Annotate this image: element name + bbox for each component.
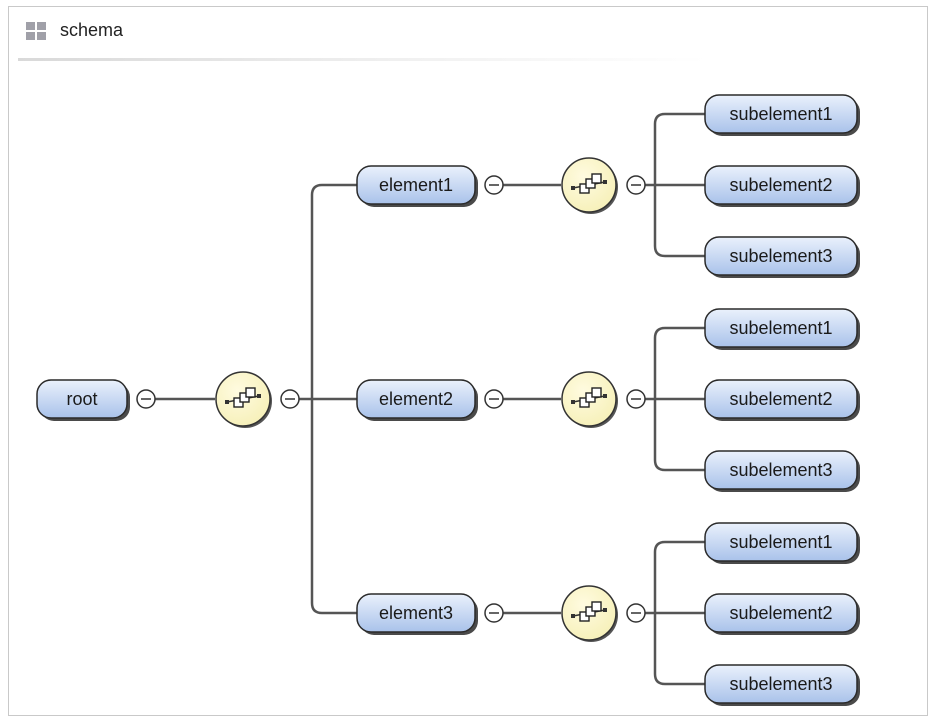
element-node-3[interactable]: element3: [356, 593, 478, 635]
root-node-box: [36, 379, 128, 419]
subelement-node[interactable]: subelement3: [704, 664, 860, 706]
header-divider: [18, 58, 708, 61]
connectors: [155, 112, 705, 686]
root-sequence-toggle[interactable]: [280, 389, 300, 409]
subelement-node[interactable]: subelement1: [704, 308, 860, 350]
sequence-glyph: [571, 387, 607, 408]
element1-collapse-toggle[interactable]: [484, 175, 504, 195]
subelement-node-box: [704, 522, 858, 562]
page-title: schema: [60, 20, 124, 40]
element-node-1-box: [356, 165, 476, 205]
sequence-glyph: [571, 173, 607, 194]
root-node[interactable]: root: [36, 379, 130, 421]
subelement-node-box: [704, 308, 858, 348]
element-node-2-box: [356, 379, 476, 419]
element-node-1-label: element1: [379, 175, 453, 195]
subelement-node-label: subelement3: [729, 674, 832, 694]
root-node-label: root: [66, 389, 97, 409]
subelement-node[interactable]: subelement2: [704, 165, 860, 207]
subelement-node-box: [704, 236, 858, 276]
subelement-node-label: subelement2: [729, 389, 832, 409]
subelement-node-label: subelement1: [729, 532, 832, 552]
subelement-node[interactable]: subelement1: [704, 522, 860, 564]
element-node-3-box: [356, 593, 476, 633]
subelement-node-box: [704, 379, 858, 419]
subelement-node-box: [704, 450, 858, 490]
element3-sequence[interactable]: [561, 585, 618, 642]
subelement-node-box: [704, 664, 858, 704]
root-collapse-toggle[interactable]: [136, 389, 156, 409]
subelement-node[interactable]: subelement1: [704, 94, 860, 136]
element-node-3-label: element3: [379, 603, 453, 623]
element-node-2-label: element2: [379, 389, 453, 409]
subelement-node[interactable]: subelement3: [704, 450, 860, 492]
nodes: root element1 subelement1 subelement2 subele…: [36, 94, 860, 706]
element1-sequence[interactable]: [561, 157, 618, 214]
element2-collapse-toggle[interactable]: [484, 389, 504, 409]
element2-sequence[interactable]: [561, 371, 618, 428]
element-node-1[interactable]: element1: [356, 165, 478, 207]
subelement-node-box: [704, 593, 858, 633]
element2-sequence-toggle[interactable]: [626, 389, 646, 409]
element1-sequence-toggle[interactable]: [626, 175, 646, 195]
root-sequence[interactable]: [215, 371, 272, 428]
subelement-node[interactable]: subelement3: [704, 236, 860, 278]
subelement-node-label: subelement3: [729, 460, 832, 480]
subelement-node[interactable]: subelement2: [704, 379, 860, 421]
grid-icon: [26, 22, 46, 40]
subelement-node-box: [704, 94, 858, 134]
subelement-node-label: subelement1: [729, 104, 832, 124]
element3-collapse-toggle[interactable]: [484, 603, 504, 623]
subelement-node[interactable]: subelement2: [704, 593, 860, 635]
sequence-glyph: [225, 387, 261, 408]
subelement-node-label: subelement2: [729, 175, 832, 195]
element3-sequence-toggle[interactable]: [626, 603, 646, 623]
subelement-node-label: subelement3: [729, 246, 832, 266]
subelement-node-box: [704, 165, 858, 205]
element-node-2[interactable]: element2: [356, 379, 478, 421]
sequence-glyph: [571, 601, 607, 622]
subelement-node-label: subelement1: [729, 318, 832, 338]
subelement-node-label: subelement2: [729, 603, 832, 623]
